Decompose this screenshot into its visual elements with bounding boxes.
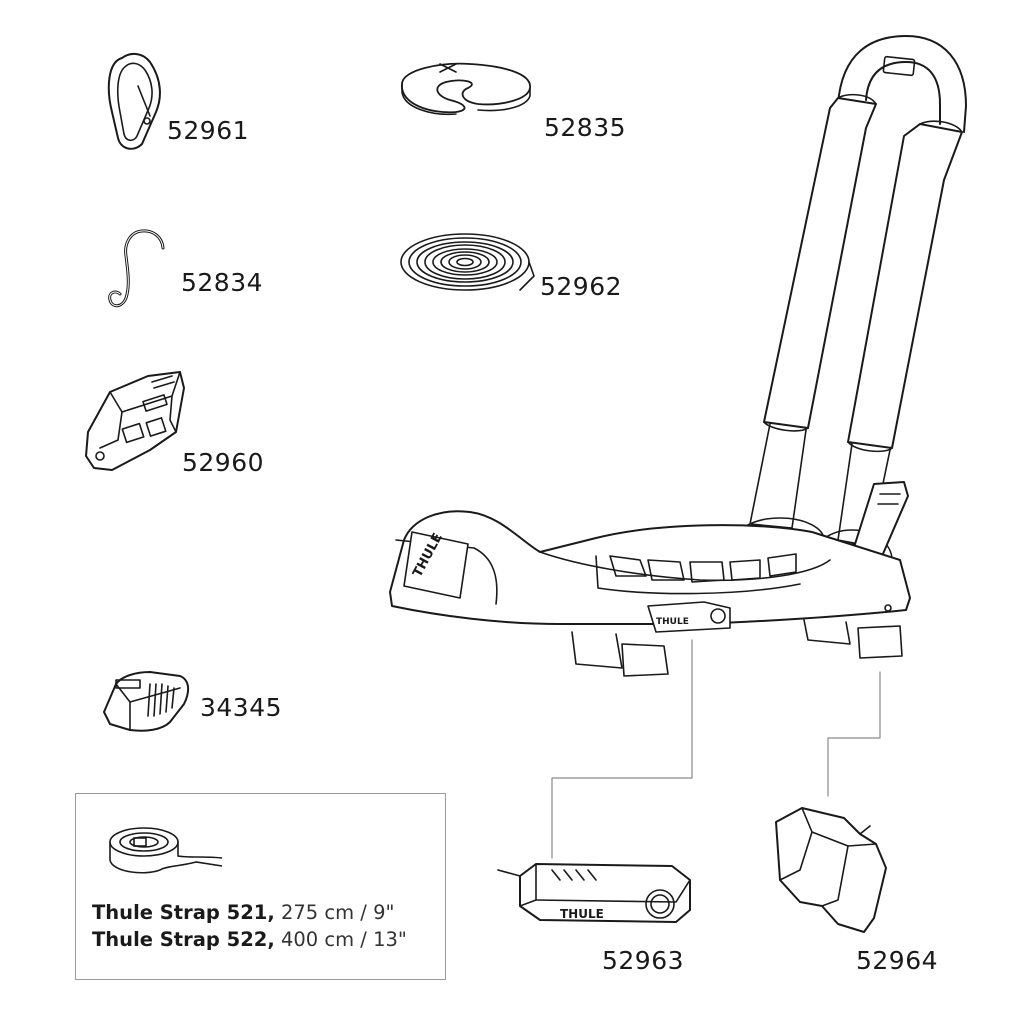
- carrier-lock-logo: THULE: [656, 617, 689, 627]
- part-number-buckle: 52960: [182, 448, 265, 477]
- part-number-s-hook: 52834: [181, 268, 264, 297]
- strap-522-name: Thule Strap 522,: [92, 928, 275, 951]
- mount-clip-illustration: [775, 807, 887, 933]
- strap-521-name: Thule Strap 521,: [92, 901, 275, 924]
- carabiner-illustration: [107, 52, 161, 150]
- buckle-illustration: [85, 371, 185, 471]
- part-number-lock-housing: 52963: [602, 946, 685, 975]
- strap-522-spec: 400 cm / 13": [274, 928, 407, 951]
- part-number-carabiner: 52961: [167, 116, 250, 145]
- part-number-end-cap: 34345: [200, 693, 283, 722]
- part-number-strap-coil: 52962: [540, 272, 623, 301]
- end-cap-illustration: [103, 671, 190, 732]
- strap-521-spec: 275 cm / 9": [274, 901, 395, 924]
- s-hook-illustration: [108, 229, 165, 308]
- strap-522-line: Thule Strap 522, 400 cm / 13": [92, 930, 407, 950]
- lock-housing-illustration: THULE: [497, 863, 691, 923]
- strap-coil-illustration: [400, 233, 535, 291]
- lock-housing-logo: THULE: [560, 907, 604, 921]
- part-number-mount-clip: 52964: [856, 946, 939, 975]
- strap-loop-illustration: [401, 62, 531, 116]
- strap-521-line: Thule Strap 521, 275 cm / 9": [92, 903, 394, 923]
- leader-lines: [551, 639, 881, 859]
- kayak-carrier-illustration: THULE THULE: [389, 35, 967, 677]
- strap-info-box: Thule Strap 521, 275 cm / 9" Thule Strap…: [75, 793, 446, 980]
- strap-roll-illustration: [109, 827, 223, 874]
- part-number-strap-loop: 52835: [544, 113, 627, 142]
